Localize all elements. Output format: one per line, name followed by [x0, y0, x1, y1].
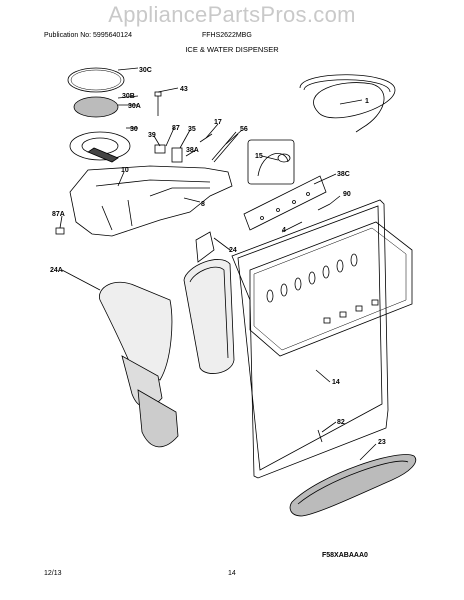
publication-number: Publication No: 5995640124	[44, 32, 132, 39]
callout-30b: 30B	[122, 93, 135, 100]
callout-17: 17	[214, 119, 222, 126]
watermark: AppliancePartsPros.com	[108, 2, 356, 27]
callout-39: 39	[148, 132, 156, 139]
callout-15: 15	[255, 153, 263, 160]
callout-23: 23	[378, 439, 386, 446]
callout-30: 30	[130, 126, 138, 133]
callout-14: 14	[332, 379, 340, 386]
part-30c-ring	[67, 67, 125, 93]
part-23-tray	[289, 454, 417, 517]
callout-43: 43	[180, 86, 188, 93]
callout-87a: 87A	[52, 211, 65, 218]
callout-82: 82	[337, 419, 345, 426]
callout-87: 87	[172, 125, 180, 132]
part-24-actuator	[183, 259, 235, 374]
part-14-panel	[249, 221, 413, 357]
part-24a-actuator	[99, 281, 173, 381]
part-30b-disc	[73, 96, 119, 118]
part-90-screw	[317, 203, 331, 211]
part-10-housing	[69, 165, 233, 237]
part-15-harness	[247, 139, 295, 185]
callout-24: 24	[229, 247, 237, 254]
part-87-clip	[154, 144, 166, 154]
callout-4: 4	[282, 227, 286, 234]
part-35-fitting	[171, 147, 183, 163]
callout-8: 8	[201, 201, 205, 208]
part-87a-clip	[55, 227, 65, 235]
callout-35: 35	[188, 126, 196, 133]
part-4-frame	[231, 199, 389, 479]
part-30-bezel	[69, 131, 131, 161]
callout-30c: 30C	[139, 67, 152, 74]
callout-24a: 24A	[50, 267, 63, 274]
callout-1: 1	[365, 98, 369, 105]
callout-38c: 38C	[337, 171, 350, 178]
section-title: ICE & WATER DISPENSER	[185, 45, 279, 54]
part-56-rod	[211, 131, 237, 161]
callout-90: 90	[343, 191, 351, 198]
callout-56: 56	[240, 126, 248, 133]
figure-code: F58XABAAA0	[322, 552, 368, 559]
callout-38a: 38A	[186, 147, 199, 154]
footer-date: 12/13	[44, 570, 62, 577]
part-1-tubing	[299, 74, 396, 133]
page-number: 14	[228, 570, 236, 577]
part-38c-board	[243, 175, 327, 231]
part-82-screw	[317, 429, 323, 443]
callout-10: 10	[121, 167, 129, 174]
model-number: FFHS2622MBG	[202, 32, 252, 39]
callout-30a: 30A	[128, 103, 141, 110]
